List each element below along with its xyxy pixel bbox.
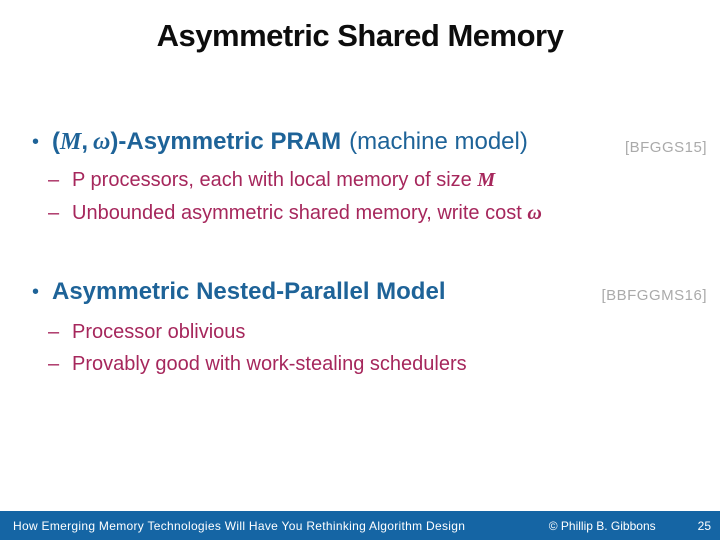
p-processors-label: P processors, each with local memory of … [72,169,478,191]
processor-oblivious-label: Processor oblivious [72,321,246,343]
subbullet-processor-oblivious: – Processor oblivious [48,319,245,345]
footer-presentation-title: How Emerging Memory Technologies Will Ha… [13,518,466,533]
bullet-dot-icon: • [32,281,40,303]
subbullet-p-processors-text: P processors, each with local memory of … [72,167,495,193]
subbullet-unbounded-memory-text: Unbounded asymmetric shared memory, writ… [72,200,542,226]
citation-bbfggms16: [BBFGGMS16] [601,287,707,304]
subbullet-unbounded-memory: – Unbounded asymmetric shared memory, wr… [48,200,542,226]
pram-machine-model-label: (machine model) [349,128,528,155]
slide-title: Asymmetric Shared Memory [156,18,564,53]
footer-bar: How Emerging Memory Technologies Will Ha… [0,511,720,540]
pram-comma: , [81,128,89,155]
pram-model-name: -Asymmetric PRAM [118,128,342,155]
pram-var-omega: ω [93,129,111,155]
nested-parallel-model-label: Asymmetric Nested-Parallel Model [52,278,446,305]
unbounded-memory-label: Unbounded asymmetric shared memory, writ… [72,202,528,224]
dash-icon: – [48,321,60,343]
memory-size-var-m: M [477,169,496,191]
write-cost-var-omega: ω [527,202,542,224]
bullet-dot-icon: • [32,131,40,153]
subbullet-provably-good: – Provably good with work-stealing sched… [48,351,467,377]
pram-paren-close: ) [110,128,119,155]
footer-copyright: © Phillip B. Gibbons [548,518,656,533]
bullet-asymmetric-pram-text: (M,ω)-Asymmetric PRAM (machine model) [52,127,528,157]
citation-bfggs15: [BFGGS15] [624,139,707,156]
dash-icon: – [48,169,60,191]
footer-page-number: 25 [697,518,711,533]
pram-var-m: M [60,129,82,155]
bullet-nested-parallel-model: • Asymmetric Nested-Parallel Model [32,277,445,307]
dash-icon: – [48,202,60,224]
bullet-asymmetric-pram: • (M,ω)-Asymmetric PRAM (machine model) [32,127,528,157]
provably-good-label: Provably good with work-stealing schedul… [72,353,467,375]
pram-paren-open: ( [52,128,60,155]
dash-icon: – [48,353,60,375]
subbullet-p-processors: – P processors, each with local memory o… [48,167,495,193]
